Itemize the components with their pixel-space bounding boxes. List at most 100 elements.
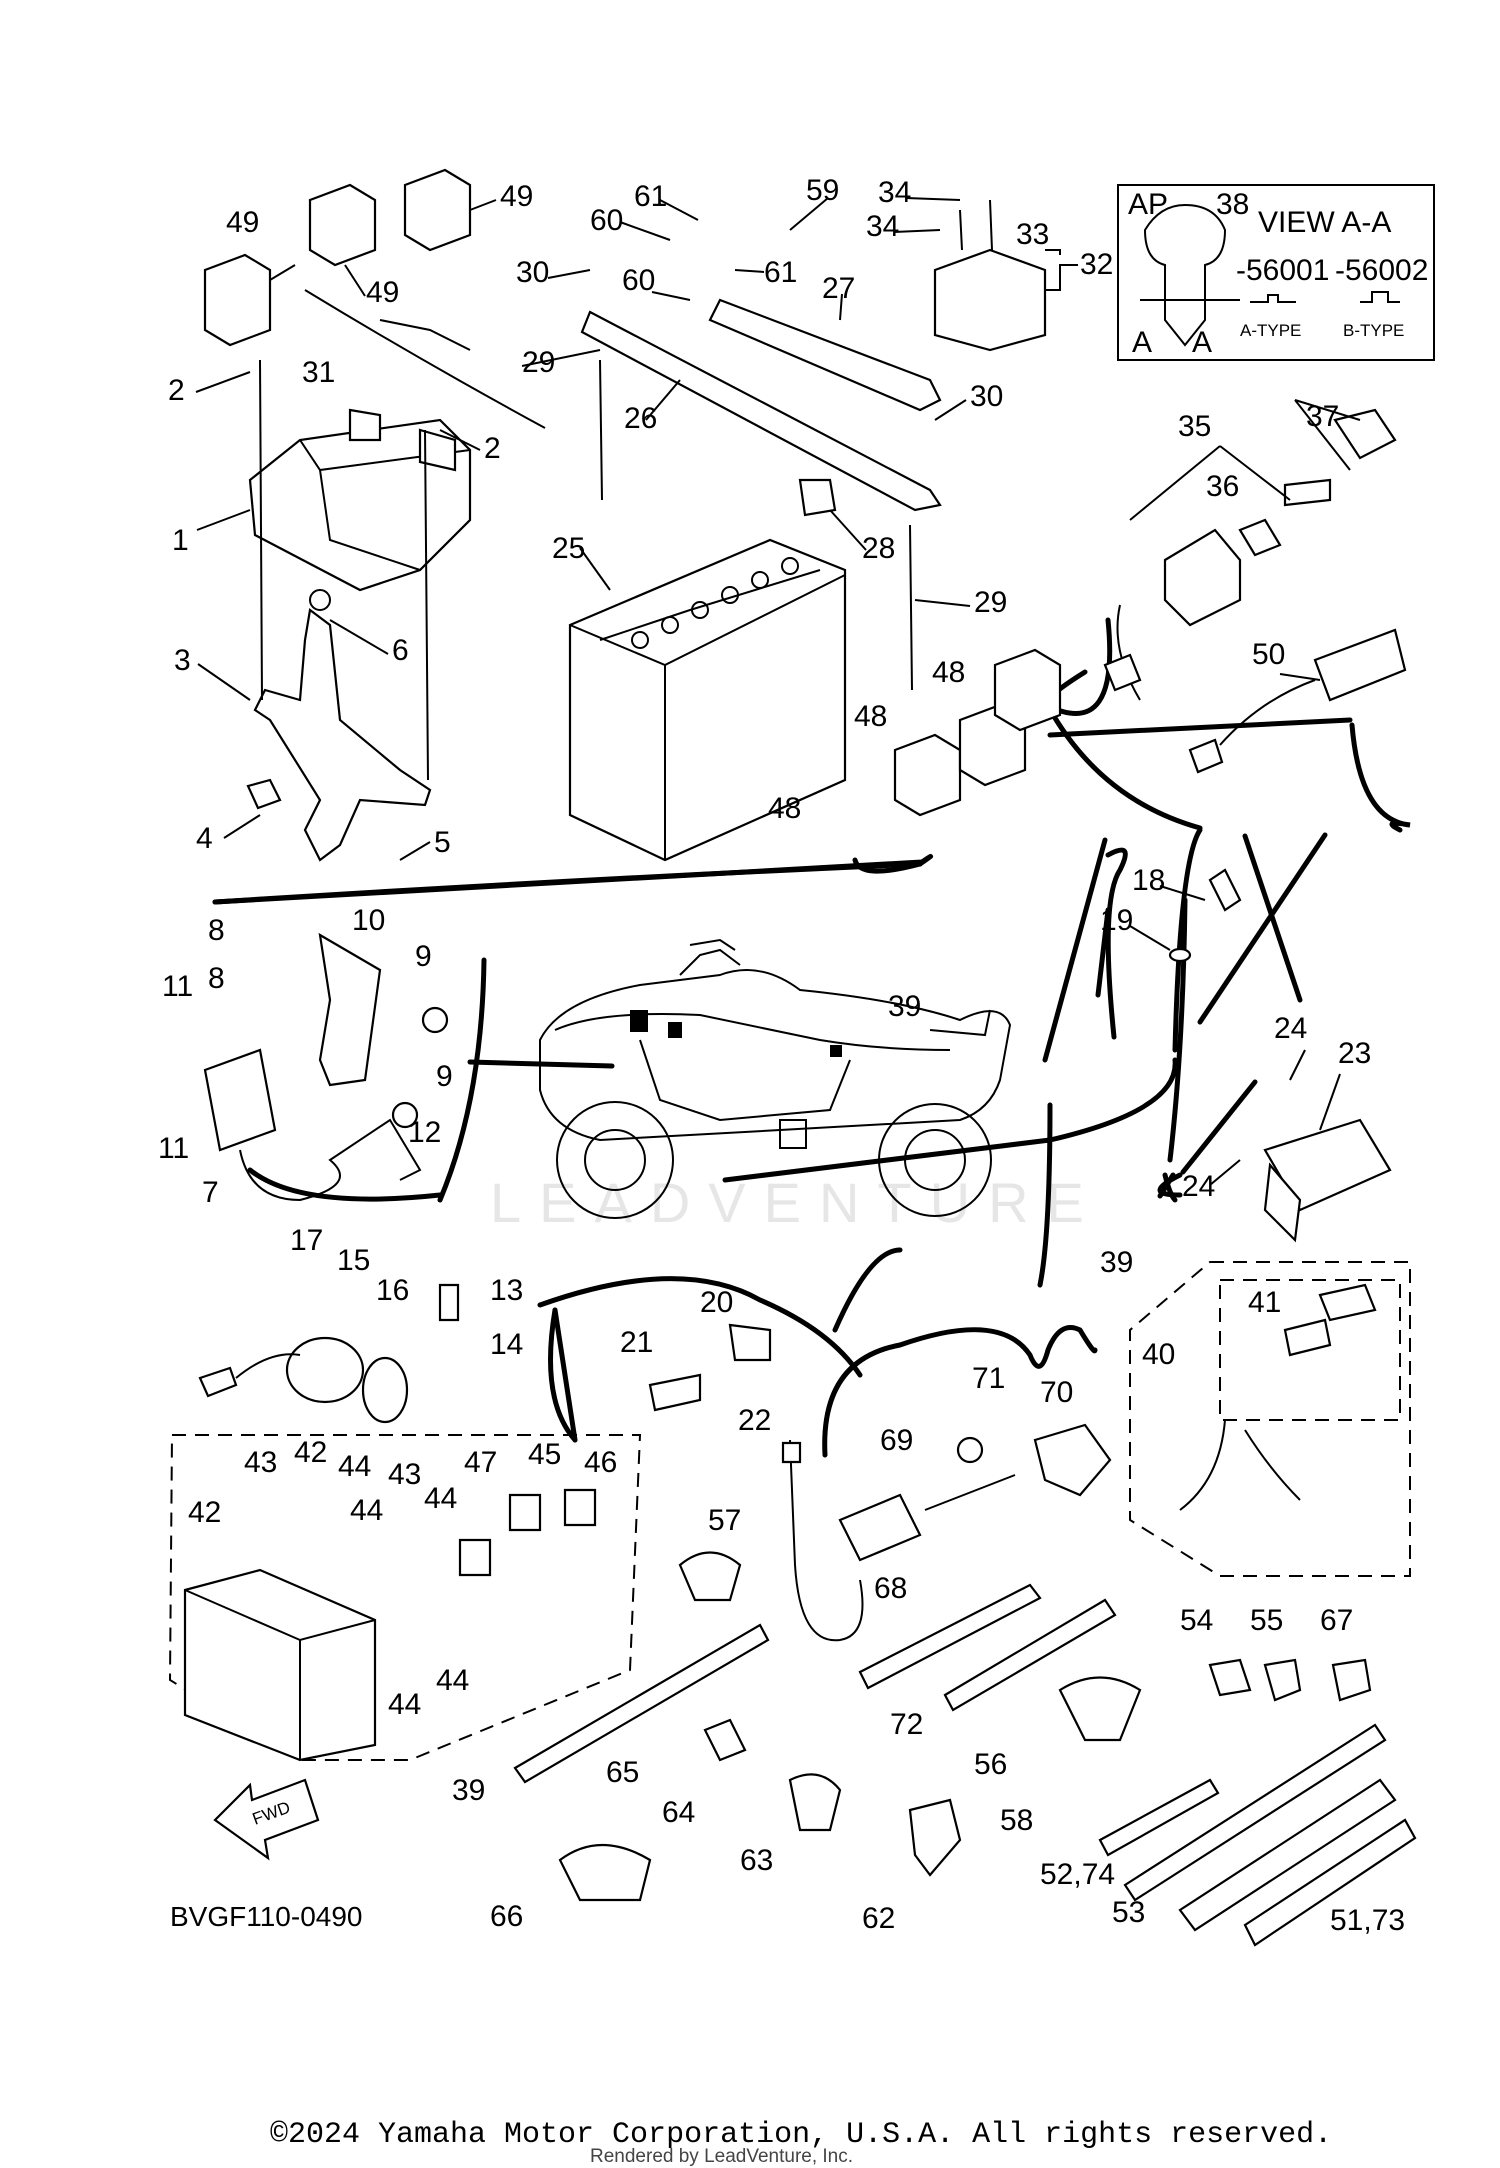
callout-3: 3: [174, 644, 191, 677]
ecu-group: [246, 359, 472, 862]
callout-31: 31: [302, 356, 335, 389]
fuse-box-group: [168, 1434, 642, 1762]
diagram-code: BVGF110-0490: [170, 1901, 363, 1932]
callout-10: 10: [352, 904, 385, 937]
callout-23: 23: [1338, 1037, 1371, 1070]
callout-64: 64: [662, 1796, 695, 1829]
callout-43b: 43: [388, 1458, 421, 1491]
callout-42a: 42: [188, 1496, 221, 1529]
callout-69: 69: [880, 1424, 913, 1457]
watermark-text: LEADVENTURE: [490, 1171, 1102, 1234]
callout-49a: 49: [226, 206, 259, 239]
callout-1: 1: [172, 524, 189, 557]
callout-9b: 9: [436, 1060, 453, 1093]
callout-60a: 60: [590, 204, 623, 237]
harness-group: [1129, 1261, 1411, 1577]
copyright-text: ©2024 Yamaha Motor Corporation, U.S.A. A…: [270, 2118, 1333, 2152]
callout-44b: 44: [350, 1494, 383, 1527]
callout-66: 66: [490, 1900, 523, 1933]
cable-ties-group: [513, 1583, 1417, 1947]
callout-44e: 44: [436, 1664, 469, 1697]
view-ap-label: AP: [1128, 188, 1168, 221]
callout-48a: 48: [932, 656, 965, 689]
callout-40: 40: [1142, 1338, 1175, 1371]
callout-43a: 43: [244, 1446, 277, 1479]
callout-58: 58: [1000, 1804, 1033, 1837]
callout-20: 20: [700, 1286, 733, 1319]
atv-marker-3: [830, 1045, 842, 1057]
callout-26: 26: [624, 402, 657, 435]
callout-53: 53: [1112, 1896, 1145, 1929]
clips-group: [558, 1551, 1372, 1902]
callout-15: 15: [337, 1244, 370, 1277]
main-switch-group: [1103, 408, 1407, 774]
view-a-a-labels: AP VIEW A-A -56001 -56002 A-TYPE B-TYPE …: [1128, 188, 1428, 359]
callout-34b: 34: [866, 210, 899, 243]
fwd-arrow-icon: FWD: [213, 1778, 320, 1861]
callout-6: 6: [392, 634, 409, 667]
relay-49-group: [203, 168, 546, 429]
callout-65: 65: [606, 1756, 639, 1789]
callout-30a: 30: [516, 256, 549, 289]
callout-11a: 11: [162, 970, 193, 1003]
callout-54: 54: [1180, 1604, 1213, 1637]
callout-5: 5: [434, 826, 451, 859]
callout-36: 36: [1206, 470, 1239, 503]
callout-67: 67: [1320, 1604, 1353, 1637]
callout-49c: 49: [500, 180, 533, 213]
callout-71: 71: [972, 1362, 1005, 1395]
callout-46: 46: [584, 1446, 617, 1479]
callout-50: 50: [1252, 638, 1285, 671]
callout-32: 32: [1080, 248, 1113, 281]
callout-13: 13: [490, 1274, 523, 1307]
callout-8b: 8: [208, 962, 225, 995]
callout-72: 72: [890, 1708, 923, 1741]
callout-63: 63: [740, 1844, 773, 1877]
callout-51-73: 51,73: [1330, 1904, 1405, 1937]
callout-38: 38: [1216, 188, 1249, 221]
callout-18: 18: [1132, 864, 1165, 897]
callout-21: 21: [620, 1326, 653, 1359]
view-type-a: A-TYPE: [1240, 321, 1301, 340]
sensor-69-group: [781, 1423, 1112, 1642]
callout-48b: 48: [854, 700, 887, 733]
callout-70: 70: [1040, 1376, 1073, 1409]
callout-56: 56: [974, 1748, 1007, 1781]
callout-57: 57: [708, 1504, 741, 1537]
callout-14: 14: [490, 1328, 523, 1361]
callout-34a: 34: [878, 176, 911, 209]
callout-35: 35: [1178, 410, 1211, 443]
callout-44a: 44: [338, 1450, 371, 1483]
callout-labels: 1 2 2 3 4 5 6 7 8 8 9 9 10 11 11 12 13 1…: [158, 174, 1405, 1937]
callout-30b: 30: [970, 380, 1003, 413]
rectifier-group: [1263, 1118, 1392, 1243]
view-section-left: A: [1132, 326, 1152, 359]
atv-marker-2: [668, 1022, 682, 1038]
callout-19: 19: [1100, 904, 1133, 937]
callout-17: 17: [290, 1224, 323, 1257]
callout-49b: 49: [366, 276, 399, 309]
atv-marker-4: [779, 1119, 807, 1149]
callout-39a: 39: [888, 990, 921, 1023]
callout-45: 45: [528, 1438, 561, 1471]
sensor-15-group: [198, 1283, 772, 1424]
callout-24a: 24: [1274, 1012, 1307, 1045]
callout-11b: 11: [158, 1132, 189, 1165]
battery-group: [568, 298, 942, 862]
atv-illustration: [539, 938, 1012, 1219]
callout-8a: 8: [208, 914, 225, 947]
callout-42b: 42: [294, 1436, 327, 1469]
callout-29b: 29: [974, 586, 1007, 619]
callout-61b: 61: [764, 256, 797, 289]
callout-22: 22: [738, 1404, 771, 1437]
callout-33: 33: [1016, 218, 1049, 251]
sensor-18-group: [1168, 868, 1242, 963]
callout-12: 12: [408, 1116, 441, 1149]
view-type-b: B-TYPE: [1343, 321, 1404, 340]
callout-24b: 24: [1182, 1170, 1215, 1203]
view-title: VIEW A-A: [1258, 206, 1391, 239]
rendered-by-text: Rendered by LeadVenture, Inc.: [590, 2146, 854, 2167]
callout-48c: 48: [768, 792, 801, 825]
callout-44c: 44: [424, 1482, 457, 1515]
atv-marker-1: [630, 1010, 648, 1032]
